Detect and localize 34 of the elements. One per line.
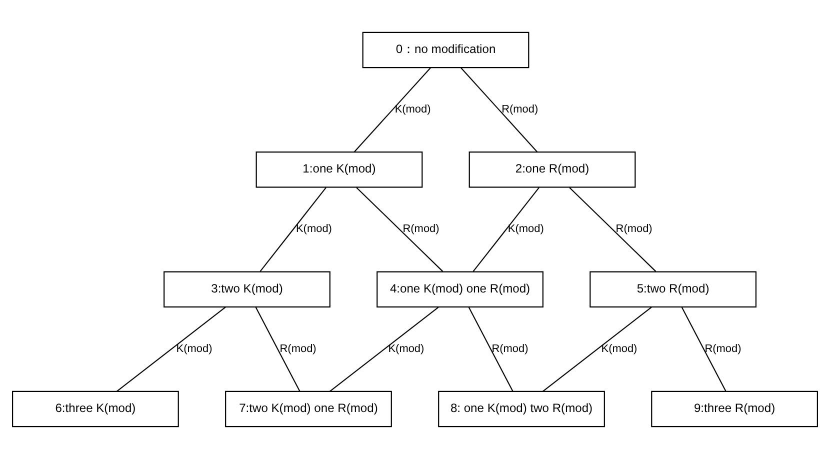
edge-label: K(mod) [388,342,424,354]
node-box: 5:two R(mod) [590,270,756,307]
node-box: 7:two K(mod) one R(mod) [225,390,392,427]
node-box: 3:two K(mod) [164,270,330,307]
node-box: 9:three R(mod) [651,390,818,427]
connector [468,306,514,391]
connector [681,306,726,391]
connector [472,186,540,272]
node-box: 2:one R(mod) [468,151,636,188]
node-box: 1:one K(mod) [256,151,423,188]
edge-label: R(mod) [704,342,742,354]
edge-label: K(mod) [176,342,212,354]
connector [329,306,439,392]
connector [354,67,431,152]
node-box: 0：no modification [362,31,530,68]
edge-label: K(mod) [394,103,431,116]
node-box: 8: one K(mod) two R(mod) [438,390,605,427]
edge-label: R(mod) [492,342,528,354]
connector [356,186,444,272]
connector [260,186,326,272]
connector [255,306,300,391]
node-box: 6:three K(mod) [12,390,179,427]
connector [460,67,538,152]
edge-label: K(mod) [601,342,638,354]
edge-label: K(mod) [296,222,332,235]
edge-label: R(mod) [502,103,538,116]
node-box: 4:one K(mod) one R(mod) [376,270,544,307]
connector [542,306,652,392]
edge-label: R(mod) [616,222,652,235]
edge-label: R(mod) [402,222,440,235]
connector [569,186,656,272]
connector [116,306,226,392]
edge-label: K(mod) [508,222,544,235]
edge-label: R(mod) [280,342,316,354]
